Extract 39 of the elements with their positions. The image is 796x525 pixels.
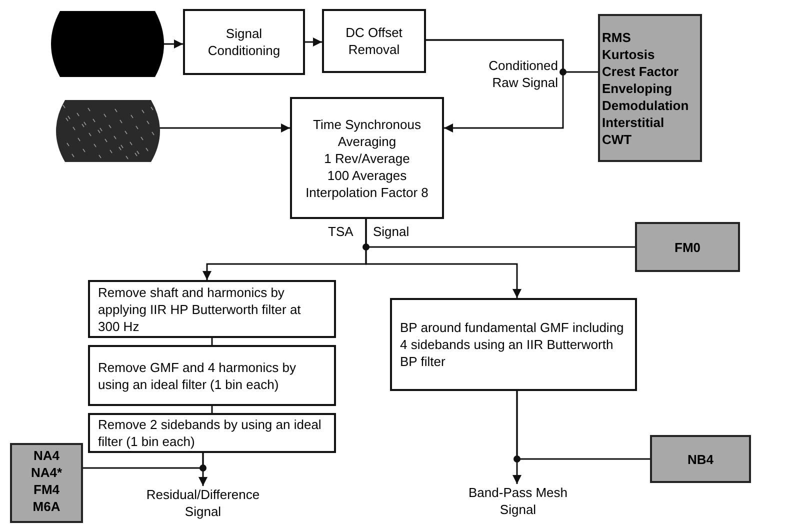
connector-line [426, 39, 598, 73]
process-text: Remove shaft and harmonics by applying IIR HP Butterworth filter at 300 Hz [98, 284, 302, 334]
connector-line [211, 338, 213, 345]
process-text: 1 Rev/Average [324, 150, 410, 166]
process-text: DC Offset Removal [344, 24, 404, 58]
connector-line [365, 219, 635, 248]
metric-name: NA4 [33, 447, 60, 464]
process-text: 100 Averages [327, 166, 407, 184]
metric-name: FM0 [674, 238, 700, 256]
process-text: Remove GMF and 4 harmonics by using an ideal filter (1 bin each) [98, 358, 297, 392]
signal-label: Signal [373, 223, 410, 240]
metric-name: Kurtosis [602, 46, 655, 62]
signal-label: Band-Pass Mesh Signal [457, 484, 579, 520]
connector-line [516, 391, 650, 460]
arrow [163, 40, 183, 48]
metric-name: RMS [602, 28, 631, 46]
metric-name: NB4 [687, 450, 714, 468]
metric-name: M6A [32, 498, 60, 515]
edge-label: Conditioned Raw Signal [488, 57, 558, 91]
arrow [159, 124, 290, 132]
metric-name: CWT [602, 130, 632, 148]
metric-name: NA4* [30, 464, 62, 481]
signal-label: Residual/Difference Signal [138, 486, 268, 522]
data-source-shape [48, 10, 167, 78]
connector-line [211, 406, 213, 413]
metric-name: Enveloping [602, 80, 672, 96]
signal-label: TSA [328, 223, 354, 240]
metric-name: FM4 [34, 481, 60, 498]
process-text: Signal Conditioning [206, 25, 282, 59]
connector-line [83, 453, 204, 469]
arrow [305, 38, 322, 46]
metric-name: Demodulation [602, 96, 689, 114]
process-text: Interpolation Factor 8 [306, 184, 428, 200]
metric-name: Crest Factor [602, 62, 679, 80]
process-text: Time Synchronous Averaging [312, 116, 422, 150]
metric-name: Interstitial [602, 114, 664, 130]
data-source-shape [53, 99, 163, 163]
process-text: BP around fundamental GMF including 4 sidebands using an IIR Butterworth BP filter [400, 319, 625, 370]
process-text: Remove 2 sidebands by using an ideal filter (1 bin each) [98, 416, 322, 450]
